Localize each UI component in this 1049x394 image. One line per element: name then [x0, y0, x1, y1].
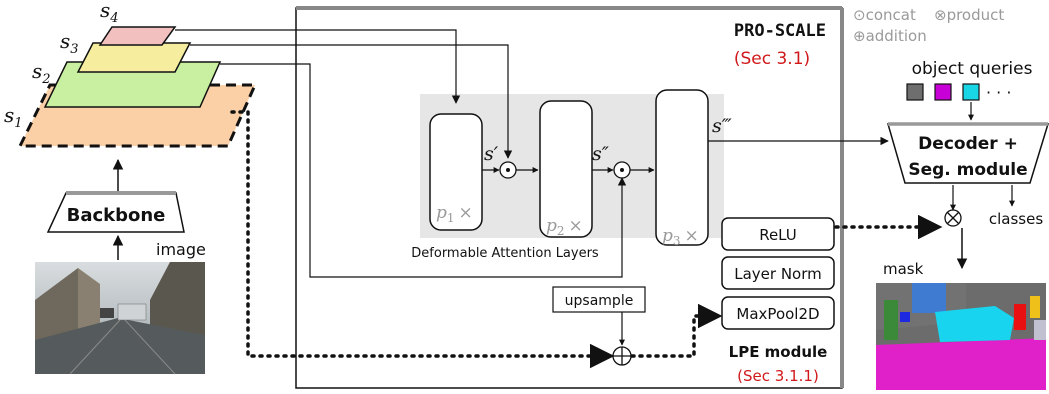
lpe-maxpool-label: MaxPool2D	[736, 305, 819, 323]
query-token-gray	[906, 83, 924, 101]
legend-product: ⊗product	[934, 6, 1004, 24]
object-queries-label: object queries	[912, 59, 1033, 79]
input-image	[35, 262, 205, 375]
lpe-relu-block	[721, 217, 835, 251]
lpe-layernorm-block	[721, 256, 835, 290]
layer-1-label: p1×	[436, 203, 473, 225]
lpe-layernorm-label: Layer Norm	[734, 265, 822, 283]
query-token-cyan	[962, 83, 980, 101]
deformable-layer-3	[655, 89, 709, 246]
layer-3-label: p3×	[662, 226, 699, 248]
upsample-label: upsample	[565, 293, 634, 309]
scale-s4-label: s4	[100, 0, 119, 26]
decoder-line1: Decoder +	[918, 134, 1018, 154]
mask-image	[876, 283, 1046, 390]
deformable-layer-1	[429, 113, 483, 231]
image-label: image	[156, 240, 206, 259]
pro-scale-title: PRO-SCALE	[734, 21, 826, 41]
scale-s2-label: s2	[32, 59, 51, 87]
legend-addition: ⊕addition	[853, 27, 927, 45]
backbone-label: Backbone	[67, 205, 166, 226]
lpe-relu-label: ReLU	[759, 226, 797, 244]
lpe-title: LPE module	[729, 343, 828, 361]
upsample-block	[552, 286, 646, 313]
s-triple-prime-label: s‴	[712, 115, 732, 137]
s-prime-label: s′	[484, 143, 499, 165]
query-ellipsis: · · ·	[986, 83, 1011, 102]
lpe-ref: (Sec 3.1.1)	[737, 367, 819, 385]
layer-2-label: p2×	[546, 216, 583, 238]
query-token-magenta	[934, 83, 952, 101]
pro-scale-ref: (Sec 3.1)	[734, 49, 810, 69]
mask-label: mask	[883, 260, 924, 278]
s-double-prime-label: s″	[592, 143, 609, 165]
legend-concat: ⊙concat	[853, 6, 916, 24]
scale-s1-label: s1	[4, 103, 23, 131]
lpe-maxpool-block	[721, 296, 835, 330]
decoder-line2: Seg. module	[908, 160, 1027, 180]
deformable-layer-2	[539, 100, 593, 238]
classes-label: classes	[989, 210, 1043, 228]
scale-s3-label: s3	[60, 29, 79, 57]
scale-s3-plane	[76, 42, 192, 73]
scale-s4-plane	[98, 26, 177, 46]
deformable-label: Deformable Attention Layers	[411, 246, 599, 261]
